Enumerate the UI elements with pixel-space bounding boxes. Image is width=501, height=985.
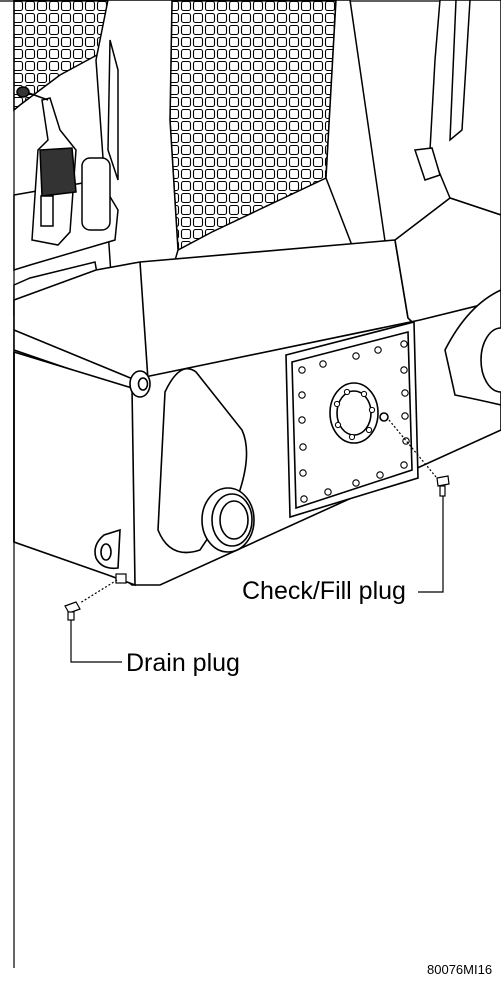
drain-plug-label: Drain plug [126,649,240,677]
drain-plug [64,573,127,621]
loader-frame [13,197,501,587]
check-fill-plug-label: Check/Fill plug [242,577,406,605]
figure-code: 80076MI16 [427,962,493,977]
leader-lines [70,496,444,663]
cab-guard [13,0,501,381]
cover-bolts [298,340,410,503]
axle-housings [157,289,501,554]
chaincase-cover [285,320,419,519]
